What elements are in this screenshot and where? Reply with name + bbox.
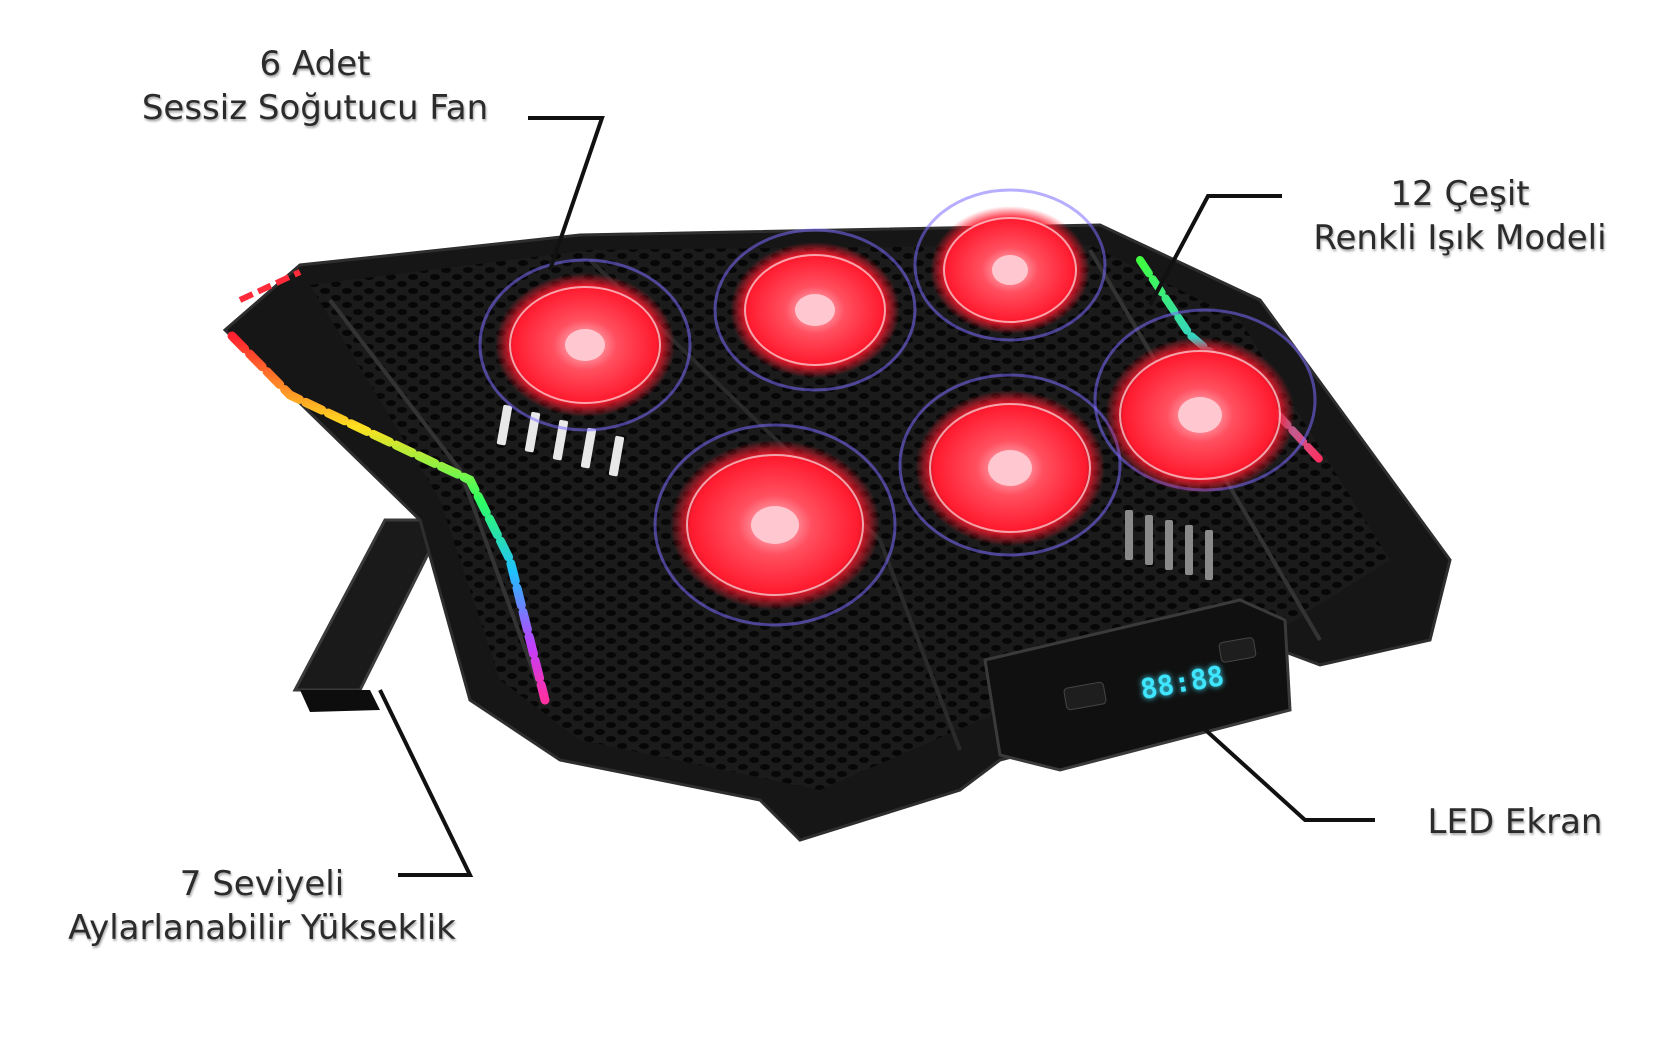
led-control-panel (983, 598, 1292, 772)
fan-2 (713, 228, 917, 392)
rgb-light-strip-left (227, 331, 550, 705)
callout-height: 7 Seviyeli Aylarlanabilir Yükseklik (52, 862, 472, 950)
callout-fans-line1: 6 Adet (259, 44, 371, 84)
callout-fans-line2: Sessiz Soğutucu Fan (141, 88, 489, 128)
callout-led-screen: LED Ekran (1395, 800, 1635, 844)
fan-5 (898, 373, 1122, 557)
callout-lighting-line2: Renkli Işık Modeli (1313, 218, 1607, 258)
callout-led-line1: LED Ekran (1427, 802, 1603, 842)
callout-line-fans (528, 116, 605, 271)
fan-1 (478, 258, 692, 432)
stand-leg (292, 518, 448, 692)
callout-lighting: 12 Çeşit Renkli Işık Modeli (1290, 172, 1630, 260)
callout-height-line2: Aylarlanabilir Yükseklik (68, 908, 456, 948)
callout-line-lighting (1148, 194, 1282, 306)
fan-4 (653, 423, 897, 627)
callout-line-height (378, 689, 474, 877)
fan-6 (1093, 308, 1317, 493)
callout-fans: 6 Adet Sessiz Soğutucu Fan (130, 42, 500, 130)
callout-lighting-line1: 12 Çeşit (1390, 174, 1530, 214)
callout-height-line1: 7 Seviyeli (179, 864, 345, 904)
fan-3 (913, 188, 1107, 342)
callout-line-led (1198, 723, 1375, 822)
